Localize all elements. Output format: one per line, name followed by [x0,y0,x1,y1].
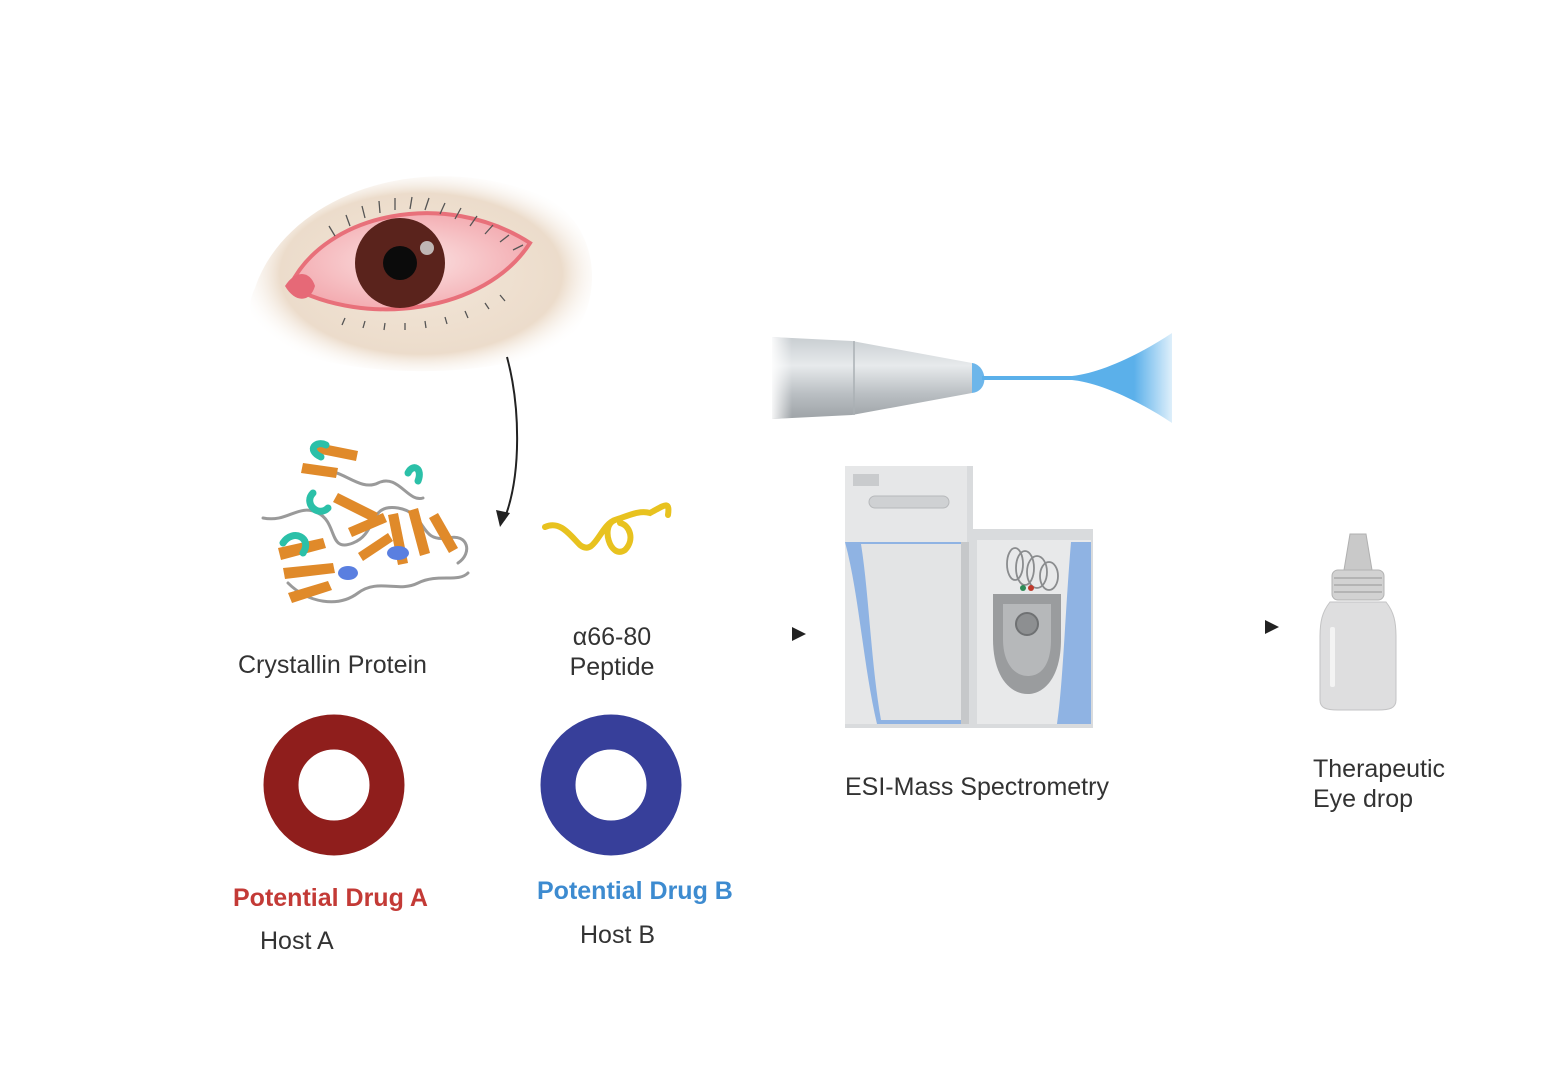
peptide-to-ms-arrow [722,627,806,641]
eye-drop-bottle-icon [1319,533,1397,711]
therapeutic-eye-drop-label: Therapeutic Eye drop [1313,754,1445,814]
eye-drop-label-line2: Eye drop [1313,785,1414,813]
drug-a-host-ring-icon [263,714,405,856]
peptide-strand-icon [542,502,672,555]
host-b-label: Host B [580,921,656,949]
crystallin-protein-label: Crystallin Protein [238,651,427,679]
drug-b-host-ring-icon [540,714,682,856]
esi-mass-spectrometry-label: ESI-Mass Spectrometry [845,773,1109,801]
esi-spray-needle-icon [772,333,1172,423]
potential-drug-a-label: Potential Drug A [233,884,428,912]
eye-drop-label-line1: Therapeutic [1313,755,1446,783]
peptide-label: α66-80 Peptide [548,622,676,682]
eye-to-protein-arrow [496,356,519,527]
peptide-label-line1: α66-80 [572,623,652,651]
peptide-label-line2: Peptide [569,653,655,681]
red-eye-icon [250,176,593,372]
mass-spectrometer-icon [845,466,1093,728]
host-a-label: Host A [260,927,334,955]
potential-drug-b-label: Potential Drug B [537,877,733,905]
ms-to-eye-drop-arrow [1135,620,1279,634]
protein-structure-icon [261,440,470,604]
